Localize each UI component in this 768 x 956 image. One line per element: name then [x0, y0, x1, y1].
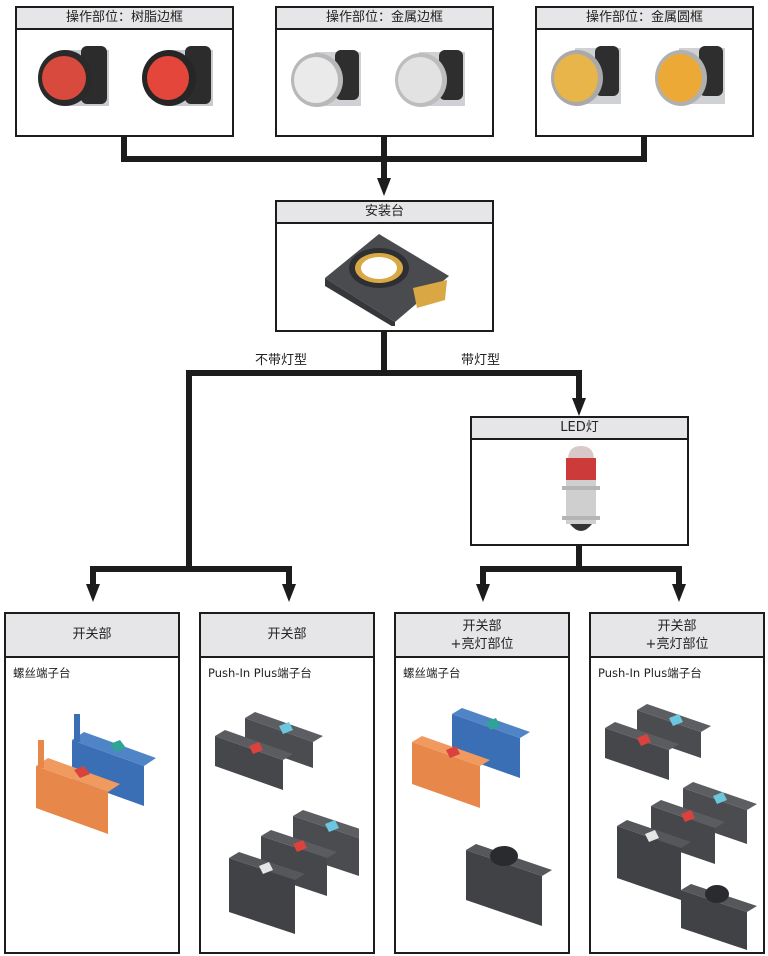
switch-header-line: 开关部 [462, 619, 502, 634]
operator-header: 操作部位：金属边框 [277, 8, 492, 30]
terminal-label: Push-In Plus端子台 [208, 666, 312, 680]
arrow-down-icon [282, 584, 296, 602]
switch-header: 开关部 +亮灯部位 [591, 614, 763, 658]
mount-header: 安装台 [277, 202, 492, 224]
arrow-down-icon [86, 584, 100, 602]
arrow-down-icon [672, 584, 686, 602]
connector-line [381, 137, 387, 162]
terminal-label: 螺丝端子台 [13, 666, 71, 680]
white-flat-button-icon [291, 50, 361, 107]
switch-header-line: 开关部 [657, 619, 697, 634]
screw-terminal-with-lamp-icon [412, 708, 552, 926]
switch-header-line: +亮灯部位 [645, 637, 709, 652]
operator-box-metal-bezel: 操作部位：金属边框 [275, 6, 494, 137]
branch-label-without-light: 不带灯型 [255, 353, 308, 368]
push-in-terminal-blocks-icon [215, 712, 359, 934]
connector-line [641, 137, 647, 162]
connector-line [480, 566, 486, 584]
switch-header-line: 开关部 [267, 627, 307, 642]
switch-header: 开关部 [6, 614, 178, 658]
connector-line [186, 370, 582, 376]
arrow-down-icon [377, 178, 391, 196]
connector-line [186, 370, 192, 572]
operator-box-resin-bezel: 操作部位：树脂边框 [15, 6, 234, 137]
connector-line [576, 546, 582, 572]
connector-line [90, 566, 292, 572]
connector-line [480, 566, 682, 572]
red-flat-button-icon [38, 46, 109, 106]
connector-line [576, 370, 582, 398]
arrow-down-icon [476, 584, 490, 602]
connector-line [381, 156, 387, 178]
terminal-label: 螺丝端子台 [403, 666, 461, 680]
white-illuminated-button-icon [395, 50, 465, 107]
led-header: LED灯 [472, 418, 687, 440]
operator-header: 操作部位：金属圆框 [537, 8, 752, 30]
yellow-flat-button-icon [551, 46, 621, 106]
connector-line [121, 137, 127, 162]
red-illuminated-button-icon [142, 46, 213, 106]
switch-lamp-box-screw: 开关部 +亮灯部位 螺丝端子台 [394, 612, 570, 954]
switch-box-push-in: 开关部 Push-In Plus端子台 [199, 612, 375, 954]
led-lamp-icon [562, 446, 600, 531]
operator-header: 操作部位：树脂边框 [17, 8, 232, 30]
branch-label-with-light: 带灯型 [461, 353, 501, 368]
switch-header-line: +亮灯部位 [450, 637, 514, 652]
mounting-base-icon [325, 234, 449, 326]
connector-line [286, 566, 292, 584]
arrow-down-icon [572, 398, 586, 416]
connector-line [381, 332, 387, 376]
switch-lamp-box-push-in: 开关部 +亮灯部位 Push-In Plus端子台 [589, 612, 765, 954]
terminal-label: Push-In Plus端子台 [598, 666, 702, 680]
connector-line [90, 566, 96, 584]
button-face [42, 56, 86, 100]
switch-header: 开关部 [201, 614, 373, 658]
push-in-terminal-with-lamp-icon [605, 704, 757, 950]
operator-box-metal-round-bezel: 操作部位：金属圆框 [535, 6, 754, 137]
switch-header: 开关部 +亮灯部位 [396, 614, 568, 658]
yellow-illuminated-button-icon [655, 46, 725, 106]
switch-box-screw: 开关部 螺丝端子台 [4, 612, 180, 954]
screw-terminal-blocks-icon [36, 714, 156, 834]
connector-line [676, 566, 682, 584]
mount-box: 安装台 [275, 200, 494, 332]
led-box: LED灯 [470, 416, 689, 546]
switch-header-line: 开关部 [72, 627, 112, 642]
